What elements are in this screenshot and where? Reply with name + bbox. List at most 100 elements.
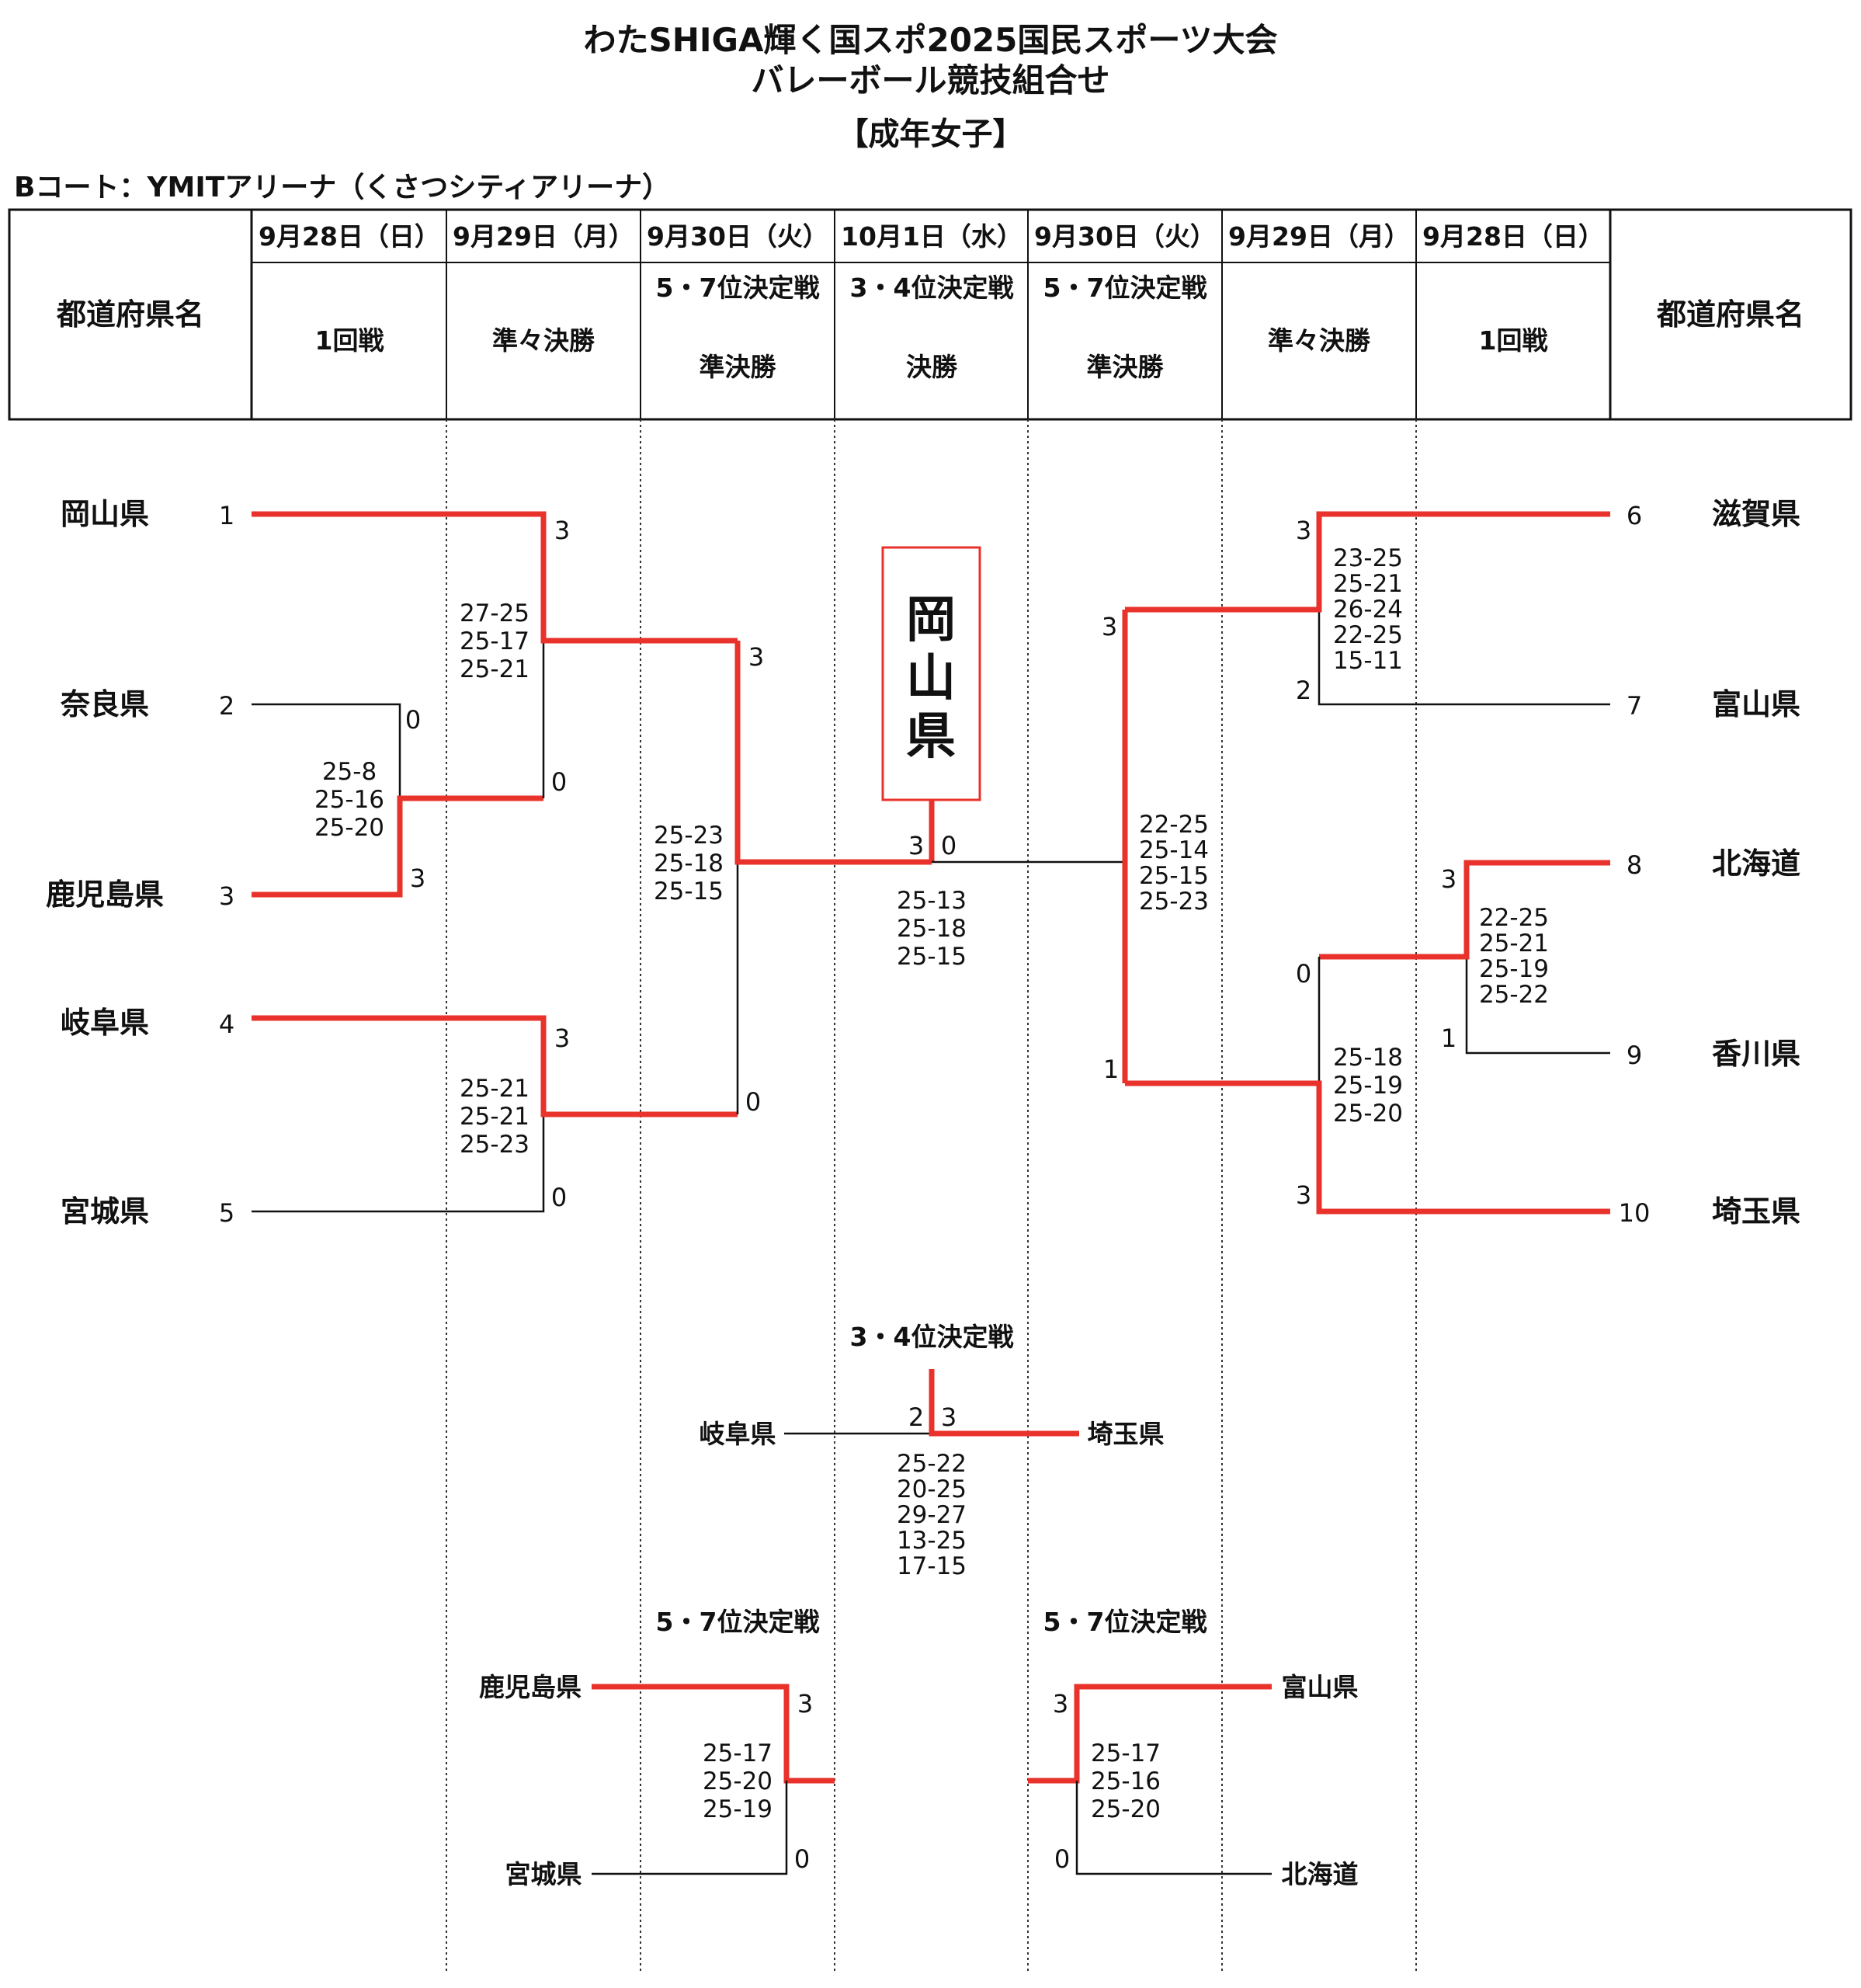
score: 1	[1441, 1024, 1457, 1053]
team-name: 奈良県	[60, 687, 149, 721]
team-name: 富山県	[1712, 687, 1800, 721]
score: 3	[908, 831, 924, 860]
date-col6: 9月29日（月）	[1228, 221, 1410, 252]
round-col7: 1回戦	[1479, 325, 1548, 356]
set-score: 29-27	[897, 1501, 967, 1529]
set-score: 25-15	[1139, 862, 1209, 890]
team-seed: 5	[219, 1198, 234, 1228]
date-col7: 9月28日（日）	[1422, 221, 1604, 252]
set-score: 25-8	[322, 758, 377, 786]
set-score: 25-16	[314, 786, 384, 814]
right-scores: 3 1 22-25 25-14 25-15 25-23 3 2 23-25 25…	[1102, 516, 1549, 1210]
team-seed: 7	[1627, 691, 1642, 721]
score: 3	[554, 516, 570, 545]
champion-char: 岡	[906, 592, 956, 649]
set-score: 25-17	[460, 627, 529, 655]
date-col1: 9月28日（日）	[259, 221, 440, 252]
pref-header-left: 都道府県名	[56, 297, 204, 332]
third-place-match: 3・4位決定戦 岐阜県 埼玉県 2 3 25-22 20-25 29-27 13…	[700, 1322, 1165, 1580]
right-bracket-lines	[1122, 511, 1610, 1215]
team-name: 埼玉県	[1712, 1194, 1800, 1229]
score: 3	[797, 1689, 813, 1719]
champion-box: 岡 山 県	[881, 546, 981, 801]
team-name: 鹿児島県	[479, 1672, 582, 1702]
round-col6: 準々決勝	[1268, 325, 1371, 356]
team-seed: 9	[1627, 1041, 1642, 1070]
score: 3	[1296, 1180, 1311, 1210]
date-col4: 10月1日（水）	[841, 221, 1023, 252]
team-name: 岡山県	[61, 497, 149, 531]
set-score: 25-20	[314, 814, 384, 842]
team-seed: 3	[219, 881, 234, 911]
set-score: 25-17	[1091, 1740, 1161, 1767]
score: 3	[941, 1402, 957, 1432]
set-score: 25-21	[1479, 930, 1549, 958]
team-name: 岐阜県	[700, 1419, 776, 1449]
team-name: 宮城県	[61, 1194, 149, 1229]
score: 0	[405, 705, 421, 735]
team-name: 鹿児島県	[46, 878, 164, 912]
round-col3-bottom: 準決勝	[700, 352, 777, 382]
set-score: 25-21	[460, 1075, 529, 1103]
classification-title: 5・7位決定戦	[1043, 1607, 1207, 1637]
set-score: 25-13	[897, 887, 967, 915]
set-score: 25-21	[460, 1103, 529, 1131]
score: 3	[1441, 864, 1457, 894]
date-col2: 9月29日（月）	[453, 221, 634, 252]
set-score: 25-23	[460, 1131, 529, 1159]
score: 0	[941, 831, 957, 860]
category-label: 【成年女子】	[837, 116, 1024, 152]
pref-header-right: 都道府県名	[1656, 297, 1804, 332]
score: 3	[1053, 1689, 1068, 1719]
third-place-title: 3・4位決定戦	[850, 1322, 1014, 1352]
score: 0	[1296, 959, 1311, 989]
score: 1	[1103, 1055, 1119, 1084]
score: 3	[410, 864, 425, 893]
champion-char: 県	[906, 708, 956, 766]
set-score: 25-23	[654, 822, 724, 850]
left-teams: 岡山県 1 奈良県 2 鹿児島県 3 岐阜県 4 宮城県 5	[46, 497, 234, 1229]
score: 3	[1296, 516, 1311, 545]
set-score: 25-19	[1333, 1072, 1403, 1100]
set-score: 26-24	[1333, 596, 1403, 624]
set-score: 25-17	[703, 1740, 773, 1767]
champion-char: 山	[906, 650, 956, 707]
final-scores: 3 0 25-13 25-18 25-15	[897, 831, 967, 971]
team-name: 岐阜県	[61, 1006, 149, 1040]
team-name: 滋賀県	[1712, 497, 1800, 531]
classification-right: 5・7位決定戦 富山県 北海道 3 0 25-17 25-16 25-20	[1028, 1607, 1359, 1889]
team-name: 富山県	[1282, 1672, 1359, 1702]
score: 0	[794, 1844, 810, 1874]
team-seed: 6	[1627, 501, 1642, 530]
score: 0	[551, 1183, 567, 1212]
set-score: 27-25	[460, 600, 529, 627]
set-score: 25-16	[1091, 1767, 1161, 1795]
set-score: 25-21	[1333, 570, 1403, 598]
set-score: 13-25	[897, 1527, 967, 1555]
team-seed: 2	[219, 691, 234, 721]
team-seed: 8	[1627, 850, 1642, 880]
score: 0	[745, 1087, 761, 1117]
set-score: 23-25	[1333, 544, 1403, 572]
set-score: 22-25	[1139, 811, 1209, 839]
team-name: 北海道	[1282, 1859, 1359, 1889]
set-score: 25-18	[897, 915, 967, 943]
set-score: 25-19	[703, 1795, 773, 1823]
right-teams: 6 滋賀県 7 富山県 8 北海道 9 香川県 10 埼玉県	[1619, 497, 1800, 1229]
team-name: 北海道	[1712, 846, 1800, 881]
set-score: 17-15	[897, 1552, 967, 1580]
score: 3	[1102, 612, 1117, 641]
team-seed: 4	[219, 1010, 234, 1039]
round-col4-bottom: 決勝	[906, 352, 958, 382]
set-score: 25-20	[1091, 1795, 1161, 1823]
set-score: 25-18	[654, 850, 724, 878]
date-col3: 9月30日（火）	[647, 221, 828, 252]
column-guides	[446, 419, 1417, 1972]
team-seed: 10	[1619, 1198, 1651, 1228]
left-scores: 0 3 25-8 25-16 25-20 3 0 27-25 25-17 25-…	[314, 516, 764, 1212]
set-score: 25-22	[897, 1450, 967, 1478]
court-label: Bコート：YMITアリーナ（くさつシティアリーナ）	[14, 172, 671, 203]
set-score: 20-25	[897, 1475, 967, 1503]
set-score: 25-20	[703, 1767, 773, 1795]
